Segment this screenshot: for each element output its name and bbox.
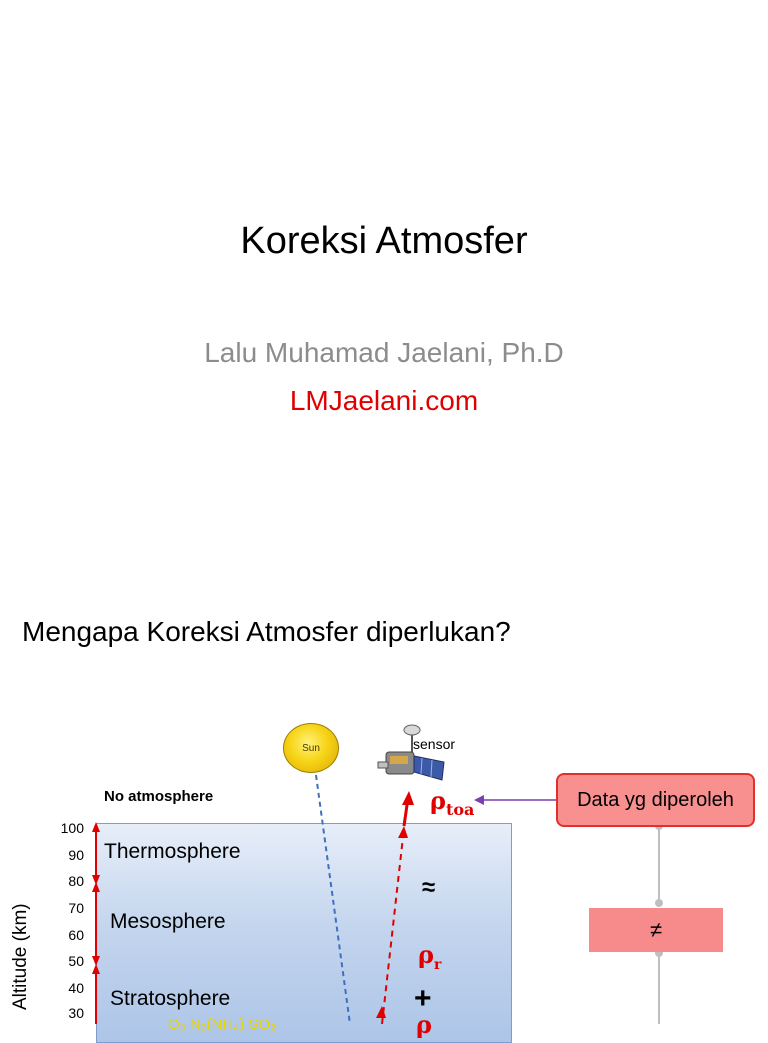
altitude-tick-100: 100 <box>60 820 84 836</box>
sun-label: Sun <box>302 742 320 754</box>
approx-symbol: ≈ <box>422 874 436 901</box>
altitude-tick-70: 70 <box>68 900 84 916</box>
altitude-tick-50: 50 <box>68 953 84 969</box>
altitude-tick-40: 40 <box>68 980 84 996</box>
plus-symbol: + <box>414 982 432 1015</box>
no-atmosphere-label: No atmosphere <box>104 788 214 805</box>
slide-title: Koreksi Atmosfer <box>240 220 528 262</box>
data-obtained-box: Data yg diperoleh <box>556 773 755 827</box>
altitude-tick-90: 90 <box>68 847 84 863</box>
data-pointer-arrowhead <box>474 795 484 805</box>
rho-r-label: ρr <box>418 940 442 973</box>
sun-icon: Sun <box>283 723 339 773</box>
not-equal-box: ≠ <box>589 908 723 952</box>
sensor-label: sensor <box>413 736 456 752</box>
altitude-tick-30: 30 <box>68 1005 84 1021</box>
sun-ray-line <box>315 774 351 1024</box>
reflected-ray-arrowhead <box>398 826 408 838</box>
layer-thermosphere: Thermosphere <box>104 840 241 863</box>
rho-toa-label: ρtoa <box>430 786 475 819</box>
rho-next-label: ρ <box>416 1010 432 1039</box>
altitude-tick-60: 60 <box>68 927 84 943</box>
toa-arrowhead <box>402 791 414 805</box>
satellite-icon <box>377 724 445 781</box>
slide2-title: Mengapa Koreksi Atmosfer diperlukan? <box>22 616 511 647</box>
author-name: Lalu Muhamad Jaelani, Ph.D <box>204 337 564 368</box>
reflected-ray-line <box>381 827 405 1024</box>
reflected-ray-arrowhead-low <box>376 1006 386 1018</box>
layer-mesosphere: Mesosphere <box>110 910 226 933</box>
layer-stratosphere: Stratosphere <box>110 987 231 1010</box>
atmosphere-region <box>96 823 512 1043</box>
altitude-tick-80: 80 <box>68 873 84 889</box>
website-link[interactable]: LMJaelani.com <box>289 385 479 416</box>
